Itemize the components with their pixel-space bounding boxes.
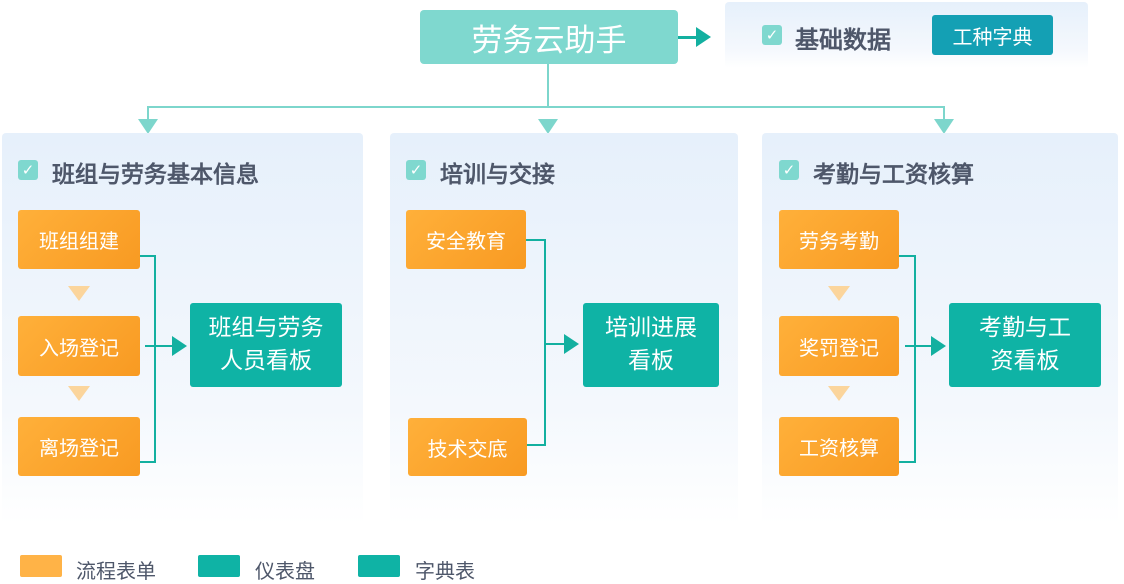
legend-label: 流程表单 <box>76 559 156 583</box>
connector <box>905 345 932 347</box>
arrow-down-icon <box>138 119 158 134</box>
connector <box>545 343 565 345</box>
work-type-dict-button[interactable]: 工种字典 <box>932 15 1053 55</box>
connector <box>145 345 173 347</box>
panel-title: 考勤与工资核算 <box>813 162 974 188</box>
legend-label: 字典表 <box>415 559 475 583</box>
root-node: 劳务云助手 <box>420 10 678 64</box>
connector <box>154 255 156 463</box>
connector <box>526 239 546 241</box>
legend-swatch-form <box>20 555 62 577</box>
checkbox-icon: ✓ <box>406 160 426 180</box>
dashboard-attendance-payroll[interactable]: 考勤与工资看板 <box>949 303 1101 387</box>
dashboard-line: 人员看板 <box>220 348 312 374</box>
dashboard-line: 资看板 <box>990 348 1060 374</box>
arrow-right-icon <box>931 336 946 356</box>
dashboard-team-staff[interactable]: 班组与劳务人员看板 <box>190 303 342 387</box>
panel-title: 培训与交接 <box>440 162 555 188</box>
step-team-build[interactable]: 班组组建 <box>18 210 140 269</box>
arrow-right-icon <box>564 334 579 354</box>
checkbox-icon: ✓ <box>779 160 799 180</box>
step-tech-handover[interactable]: 技术交底 <box>408 418 527 476</box>
connector <box>147 106 149 120</box>
arrow-down-icon <box>68 286 90 301</box>
connector <box>678 36 698 39</box>
connector <box>527 444 546 446</box>
arrow-down-icon <box>68 386 90 401</box>
step-attendance[interactable]: 劳务考勤 <box>779 210 899 269</box>
checkbox-icon: ✓ <box>762 25 782 45</box>
arrow-right-icon <box>172 336 187 356</box>
step-reward-penalty[interactable]: 奖罚登记 <box>779 316 899 376</box>
legend-swatch-dashboard <box>198 555 240 577</box>
arrow-down-icon <box>538 119 558 134</box>
arrow-down-icon <box>934 119 954 134</box>
dashboard-training[interactable]: 培训进展看板 <box>583 303 719 387</box>
connector <box>943 106 945 120</box>
connector <box>899 461 916 463</box>
connector <box>140 461 156 463</box>
step-payroll[interactable]: 工资核算 <box>779 417 899 476</box>
dashboard-line: 看板 <box>628 348 674 374</box>
connector <box>147 106 945 108</box>
legend-swatch-dict <box>358 555 400 577</box>
step-safety-education[interactable]: 安全教育 <box>406 210 526 269</box>
connector <box>547 64 549 108</box>
step-entry[interactable]: 入场登记 <box>18 316 140 376</box>
connector <box>140 255 156 257</box>
step-exit[interactable]: 离场登记 <box>18 417 140 476</box>
connector <box>899 255 916 257</box>
dashboard-line: 培训进展 <box>605 315 697 341</box>
connector <box>544 239 546 446</box>
connector <box>914 255 916 463</box>
legend-label: 仪表盘 <box>255 559 315 583</box>
dashboard-line: 考勤与工 <box>979 315 1071 341</box>
basic-data-title: 基础数据 <box>795 26 891 54</box>
panel-title: 班组与劳务基本信息 <box>52 162 259 188</box>
dashboard-line: 班组与劳务 <box>208 315 324 341</box>
arrow-down-icon <box>828 286 850 301</box>
checkbox-icon: ✓ <box>18 160 38 180</box>
arrow-right-icon <box>696 27 711 47</box>
arrow-down-icon <box>828 386 850 401</box>
